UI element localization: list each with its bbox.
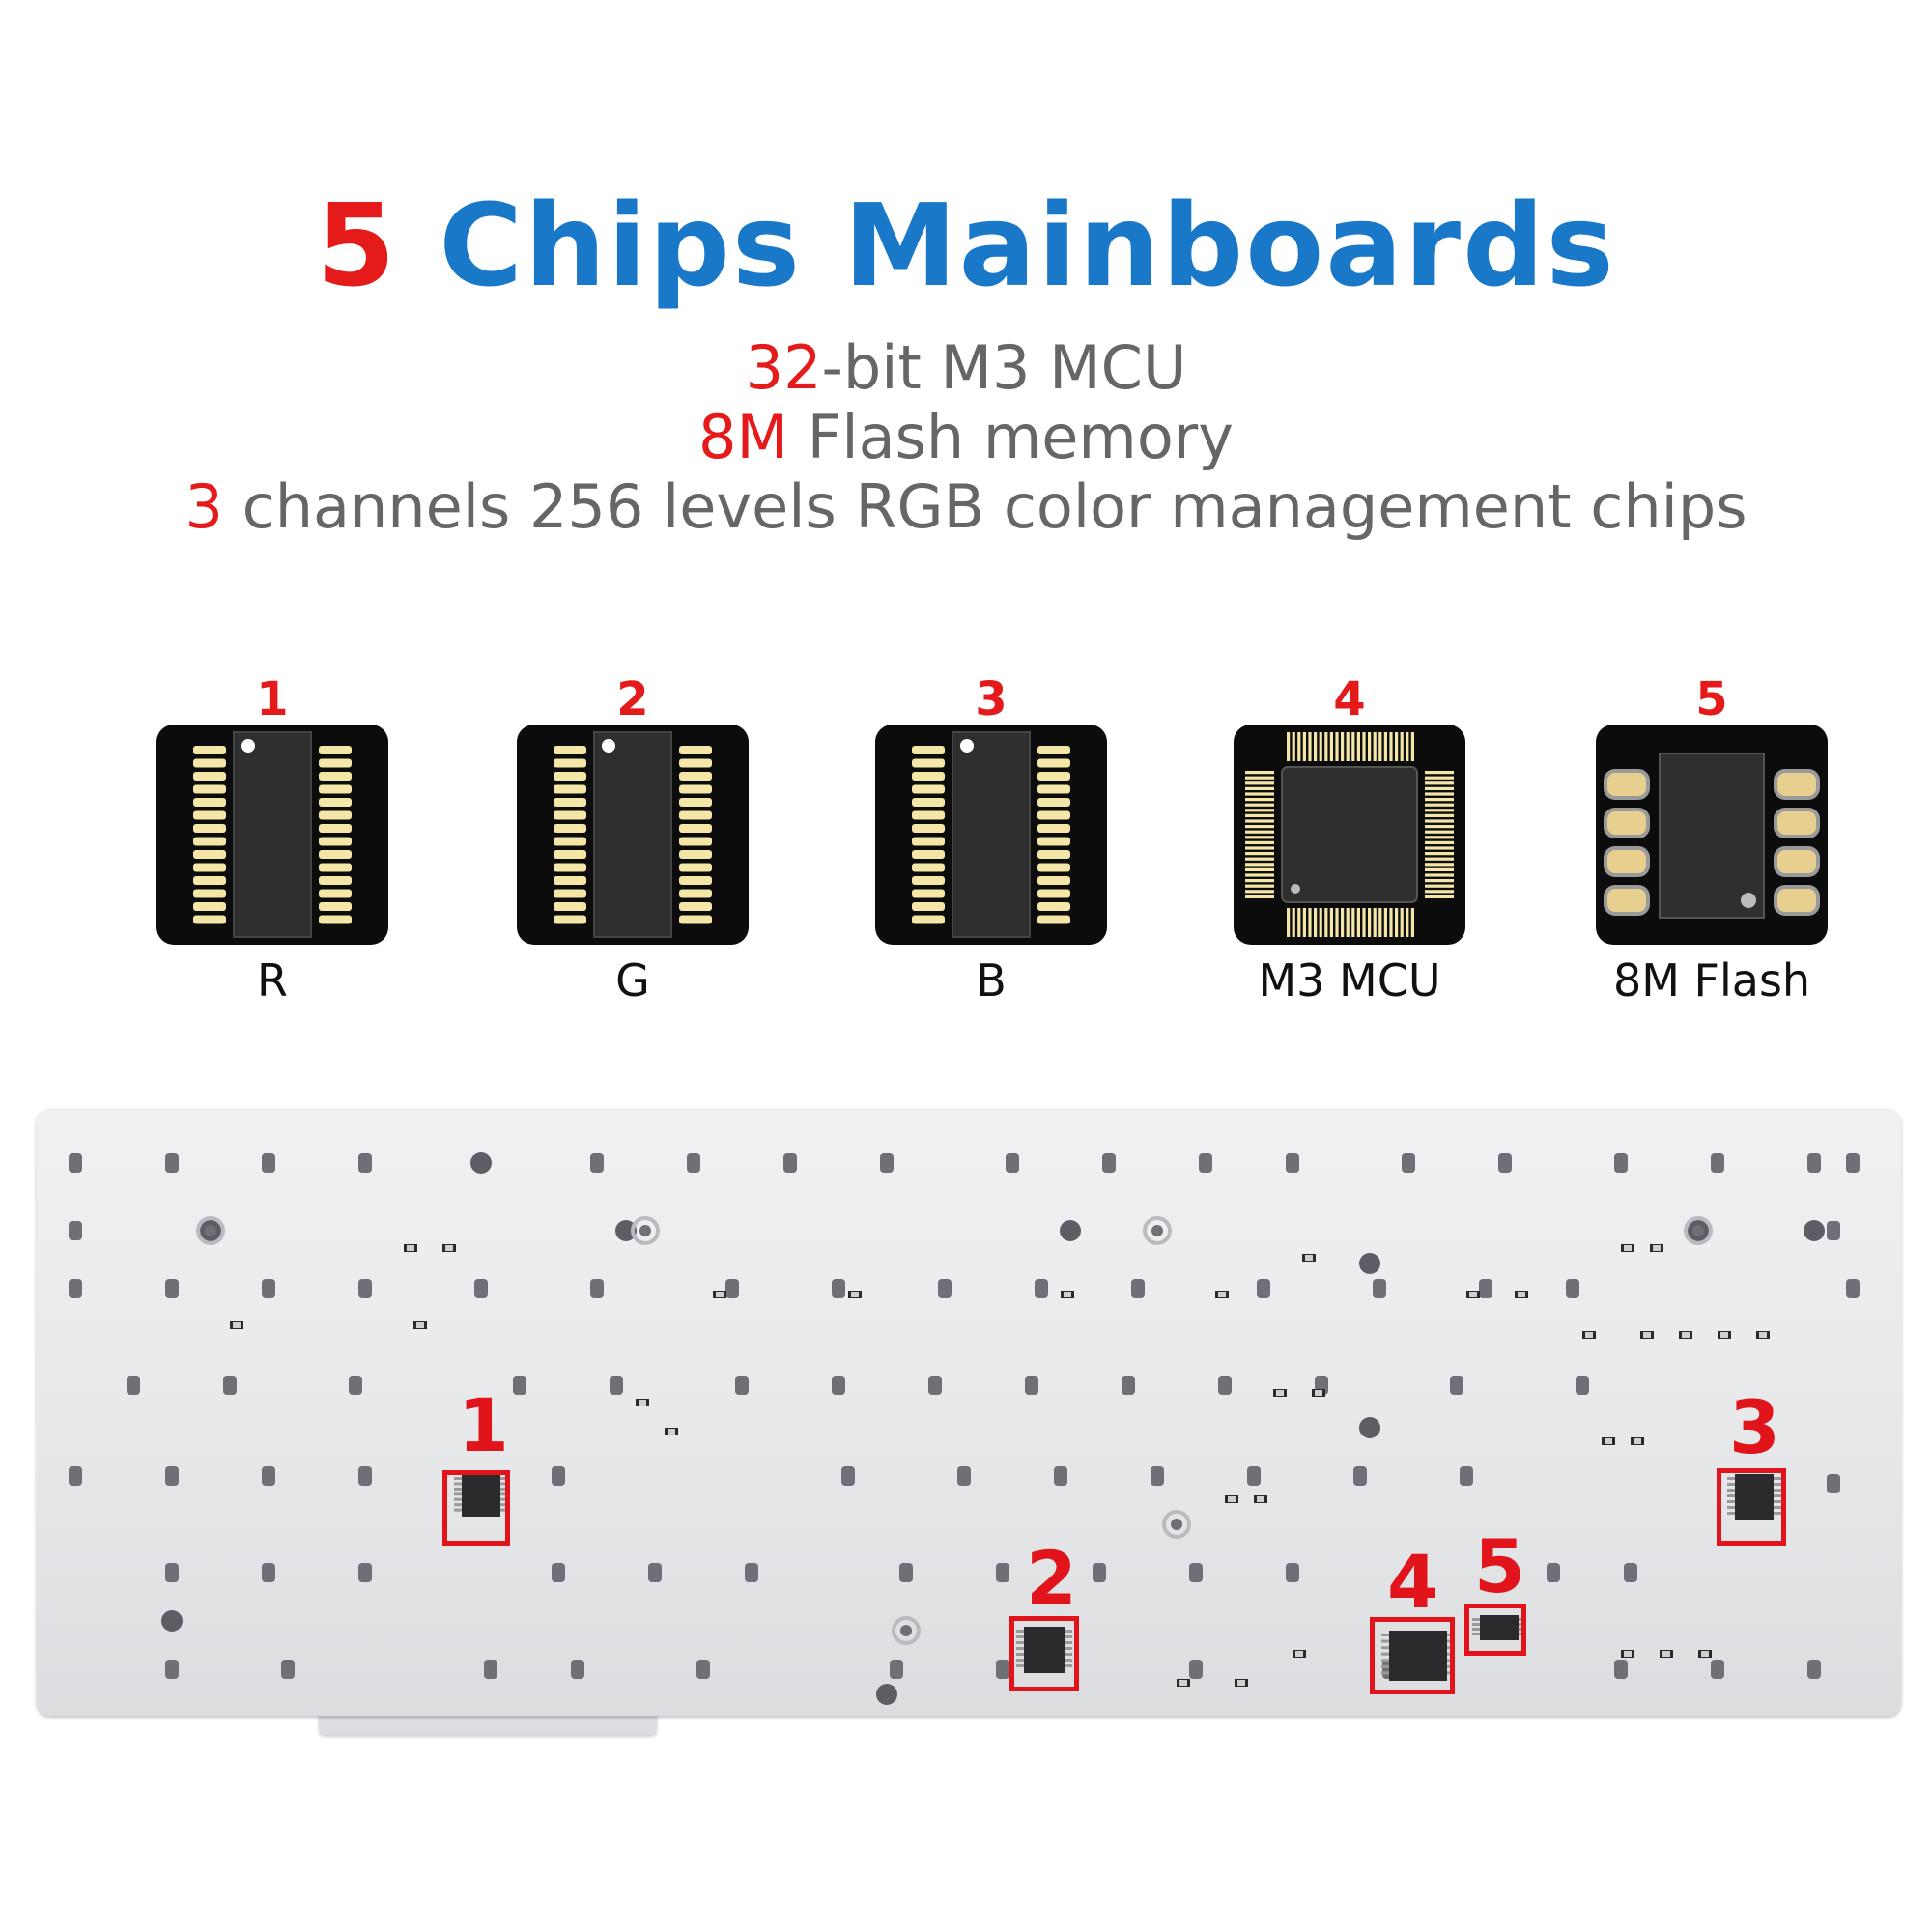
title-number: 5 xyxy=(316,179,398,312)
spec-list: 32-bit M3 MCU 8M Flash memory 3 channels… xyxy=(0,333,1932,542)
chip-card-mcu: 4 M3 MCU xyxy=(1224,676,1475,1024)
chip-number: 2 xyxy=(616,672,649,726)
chip-card-flash: 5 8M Flash xyxy=(1586,676,1837,1024)
chip-card-g: 2 G xyxy=(507,676,758,1024)
chip-label: 8M Flash xyxy=(1612,954,1811,1007)
marker-box-1 xyxy=(442,1470,510,1546)
tssop-chip-icon xyxy=(156,724,388,945)
chip-card-b: 3 B xyxy=(866,676,1117,1024)
pcb-board xyxy=(37,1109,1901,1716)
soic8-chip-icon xyxy=(1596,724,1828,945)
spec-line-rgb: 3 channels 256 levels RGB color manageme… xyxy=(185,471,1747,542)
tssop-chip-icon xyxy=(875,724,1107,945)
spec-line-flash: 8M Flash memory xyxy=(698,402,1234,472)
chip-label: G xyxy=(615,954,650,1007)
chip-number: 3 xyxy=(975,672,1008,726)
marker-box-2 xyxy=(1009,1616,1079,1691)
marker-box-5 xyxy=(1464,1604,1526,1656)
chip-label: R xyxy=(257,954,288,1007)
chip-number: 5 xyxy=(1695,672,1728,726)
marker-number-1: 1 xyxy=(458,1382,509,1468)
marker-number-5: 5 xyxy=(1474,1523,1525,1609)
page-title: 5 Chips Mainboards xyxy=(0,188,1932,302)
tssop-chip-icon xyxy=(517,724,749,945)
marker-number-4: 4 xyxy=(1387,1539,1438,1625)
chip-label: B xyxy=(976,954,1007,1007)
chip-number: 4 xyxy=(1333,672,1366,726)
marker-box-4 xyxy=(1370,1617,1455,1694)
marker-number-2: 2 xyxy=(1026,1535,1077,1621)
spec-line-mcu: 32-bit M3 MCU xyxy=(745,332,1187,403)
chip-number: 1 xyxy=(256,672,289,726)
title-text: Chips Mainboards xyxy=(439,179,1616,312)
marker-box-3 xyxy=(1717,1468,1786,1546)
lqfp-chip-icon xyxy=(1234,724,1465,945)
marker-number-3: 3 xyxy=(1729,1384,1780,1470)
chip-card-r: 1 R xyxy=(147,676,398,1024)
pcb-holes xyxy=(69,1152,1860,1705)
chip-label: M3 MCU xyxy=(1258,954,1441,1007)
